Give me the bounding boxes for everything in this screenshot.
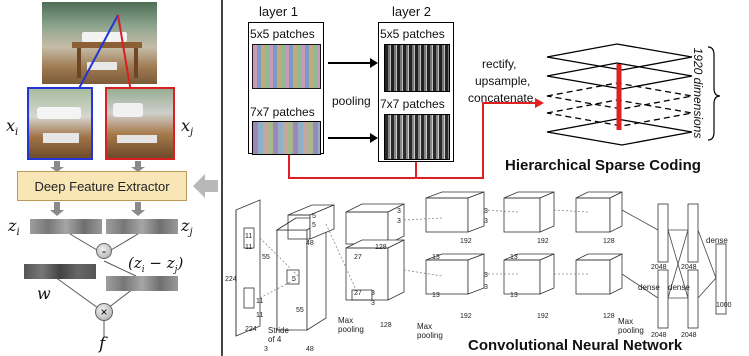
deep-feature-extractor-label: Deep Feature Extractor	[34, 178, 170, 194]
minus-symbol: -	[102, 244, 106, 258]
layer2-7x7-label: 7x7 patches	[380, 97, 445, 111]
cnn-label-3f: 3	[484, 218, 488, 225]
bathroom-photo-top	[42, 2, 157, 84]
cnn-label-5b: 5	[312, 222, 316, 229]
layer1-5x5-dictionary	[252, 44, 321, 89]
cnn-label-maxpool3b: pooling	[618, 326, 644, 335]
cnn-label-11b: 11	[245, 244, 253, 251]
cnn-label-11a: 11	[245, 233, 253, 240]
times-node: ×	[95, 303, 113, 321]
layer2-5x5-label: 5x5 patches	[380, 27, 445, 41]
rectify-label: rectify,	[482, 57, 517, 71]
diff-feature-bar	[106, 276, 178, 291]
cnn-label-maxpool2b: pooling	[417, 331, 443, 340]
hsc-title: Hierarchical Sparse Coding	[505, 157, 701, 174]
times-symbol: ×	[100, 305, 108, 319]
w-label: w	[37, 284, 51, 303]
cnn-label-2048c: 2048	[681, 264, 697, 271]
cnn-label-128d: 128	[603, 313, 615, 320]
cnn-title: Convolutional Neural Network	[468, 337, 683, 354]
layer2-7x7-dictionary	[384, 114, 450, 160]
cnn-label-1000: 1000	[716, 302, 732, 309]
dimensions-label: 1920 dimensions	[691, 47, 705, 139]
layer1-5x5-label: 5x5 patches	[250, 27, 315, 41]
pooling-label: pooling	[332, 94, 371, 108]
crop-j	[105, 87, 175, 160]
cnn-label-192a: 192	[460, 238, 472, 245]
cnn-label-3: 3	[264, 346, 268, 353]
cnn-label-3a: 3	[397, 208, 401, 215]
cnn-label-13b: 13	[432, 292, 440, 299]
cnn-label-dense2: dense	[638, 283, 660, 292]
minus-node: -	[96, 243, 112, 259]
cnn-label-3g: 3	[484, 272, 488, 279]
cnn-label-55b: 55	[296, 307, 304, 314]
cnn-label-48a: 48	[306, 240, 314, 247]
cnn-label-5c: 5	[292, 276, 296, 283]
cnn-label-11d: 11	[256, 312, 264, 319]
cnn-label-stride: Stride	[268, 326, 289, 335]
cnn-label-13d: 13	[510, 292, 518, 299]
cnn-label-dense3: dense	[668, 283, 690, 292]
layer1-label: layer 1	[259, 4, 299, 19]
layer1-7x7-label: 7x7 patches	[250, 105, 315, 119]
deep-feature-extractor-box: Deep Feature Extractor	[17, 171, 187, 201]
cnn-label-224a: 224	[225, 276, 237, 283]
cnn-label-55a: 55	[262, 254, 270, 261]
cnn-label-maxpool1a: Max	[338, 316, 354, 325]
crop-i	[27, 87, 93, 160]
diff-label: (zi − zj)	[128, 254, 184, 275]
cnn-label-maxpool1b: pooling	[338, 325, 364, 334]
cnn-diagram	[235, 191, 727, 337]
cnn-label-128b: 128	[380, 322, 392, 329]
cnn-label-3d: 3	[371, 300, 375, 307]
cnn-label-128c: 128	[603, 238, 615, 245]
w-weight-bar	[24, 264, 96, 279]
f-label: f	[99, 334, 106, 354]
hsc-arrows	[288, 43, 721, 179]
cnn-label-11c: 11	[256, 298, 264, 305]
cnn-label-dense1: dense	[706, 236, 728, 245]
cnn-label-5a: 5	[312, 213, 316, 220]
cnn-label-192b: 192	[460, 313, 472, 320]
cnn-label-128a: 128	[375, 244, 387, 251]
upsample-label: upsample,	[475, 74, 531, 88]
layer2-5x5-dictionary	[384, 44, 450, 92]
layer1-7x7-dictionary	[252, 121, 321, 155]
cnn-label-48b: 48	[306, 346, 314, 353]
concatenate-label: concatenate	[468, 91, 534, 105]
layer2-box	[378, 22, 454, 162]
panel-divider	[221, 0, 223, 356]
layer2-label: layer 2	[392, 4, 432, 19]
z-i-feature-bar	[30, 219, 102, 234]
cnn-label-27a: 27	[354, 254, 362, 261]
cnn-label-192c: 192	[537, 238, 549, 245]
x-j-label: xj	[181, 116, 194, 139]
cnn-label-2048b: 2048	[651, 332, 667, 339]
cnn-label-maxpool2a: Max	[417, 322, 433, 331]
cnn-label-2048a: 2048	[651, 264, 667, 271]
cnn-label-13c: 13	[510, 254, 518, 261]
cnn-label-3e: 3	[484, 208, 488, 215]
cnn-label-27b: 27	[354, 290, 362, 297]
cnn-label-2048d: 2048	[681, 332, 697, 339]
cnn-label-13a: 13	[432, 254, 440, 261]
cnn-label-maxpool3a: Max	[618, 317, 634, 326]
cnn-label-of4: of 4	[268, 335, 282, 344]
cnn-label-3c: 3	[371, 290, 375, 297]
cnn-label-192d: 192	[537, 313, 549, 320]
cnn-label-3b: 3	[397, 218, 401, 225]
z-j-label: zj	[181, 216, 193, 239]
z-i-label: zi	[8, 216, 20, 239]
cnn-label-3h: 3	[484, 284, 488, 291]
cnn-label-224b: 224	[245, 326, 257, 333]
z-j-feature-bar	[106, 219, 178, 234]
x-i-label: xi	[6, 116, 19, 139]
